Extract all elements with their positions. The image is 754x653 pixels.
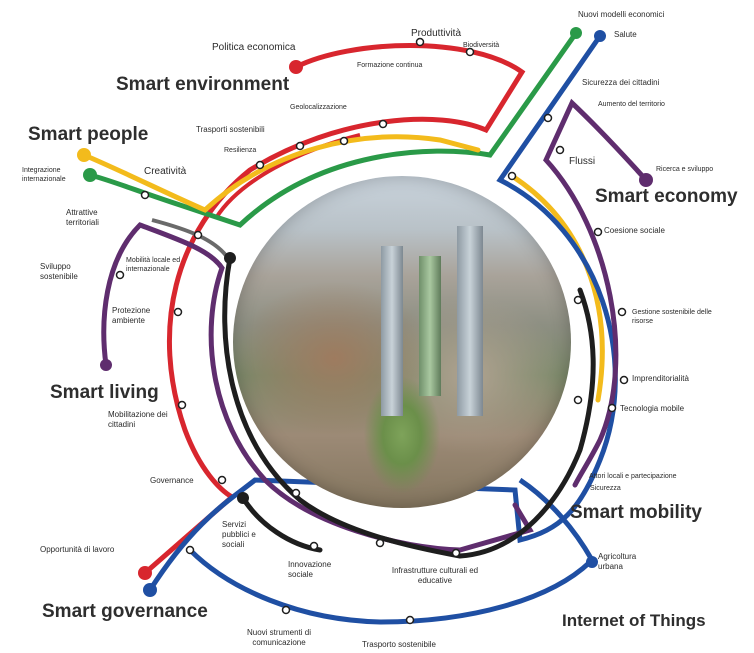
station [451,548,461,558]
label-ricerca-sviluppo: Ricerca e sviluppo [656,166,714,173]
label-creativita: Creatività [144,166,187,177]
label-infrastrutture-culturali: Infrastrutture culturali ed educative [391,566,479,585]
label-trasporti-sostenibili: Trasporti sostenibili [196,125,265,134]
label-salute: Salute [614,30,637,39]
terminal-blue-right [586,556,598,568]
station [295,141,305,151]
station [291,488,301,498]
terminal-blue-bottom [143,583,157,597]
label-aumento-territorio: Aumento del territorio [598,101,665,108]
blue-line-south [187,547,593,625]
tower [381,246,403,416]
label-innovazione-sociale: Innovazione sociale [288,560,332,579]
station [507,171,517,181]
station [217,475,227,485]
label-produttivita: Produttività [411,28,462,39]
station [115,270,125,280]
black-line [222,255,596,559]
label-biodiversita: Biodiversità [463,42,500,49]
label-resilienza: Resilienza [224,147,257,154]
terminal-red-top [289,60,303,74]
station [415,37,425,47]
tower [419,256,441,396]
station [405,615,415,625]
yellow-line [81,134,481,213]
heading-smart-environment: Smart environment [116,74,290,95]
purple-line [543,98,649,488]
heading-smart-mobility: Smart mobility [570,502,702,523]
terminal-yellow-left [77,148,91,162]
label-nuovi-strumenti: Nuovi strumenti di comunicazione [246,628,312,647]
label-sicurezza-cittadini: Sicurezza dei cittadini [582,78,660,87]
label-gestione-risorse: Gestione sostenibile delle risorse [632,309,712,325]
heading-smart-people: Smart people [28,124,149,145]
terminal-purple-right [639,173,653,187]
station [375,538,385,548]
label-attrattive-territoriali: Attrattive territoriali [66,208,99,227]
label-attori-locali: Attori locali e partecipazione [589,473,677,480]
station [193,230,203,240]
green-line [87,30,579,228]
heading-smart-living: Smart living [50,382,159,403]
label-servizi-pubblici: Servizi pubblici e sociali [222,520,256,549]
red-line [142,43,526,576]
label-coesione-sociale: Coesione sociale [604,226,665,235]
terminal-green-top [570,27,582,39]
city-aerial-photo [233,176,571,508]
label-opportunita-lavoro: Opportunità di lavoro [40,545,115,554]
terminal-black [224,252,236,264]
label-nuovi-modelli-economici: Nuovi modelli economici [578,10,665,19]
terminal-purple-left [100,359,112,371]
label-trasporto-sostenibile: Trasporto sostenibile [362,640,436,649]
station [185,545,195,555]
tower [457,226,483,416]
station [378,119,388,129]
heading-internet-of-things: Internet of Things [562,611,706,630]
label-integrazione-internazionale: Integrazione internazionale [22,167,66,183]
station [619,375,629,385]
station [607,403,617,413]
station [281,605,291,615]
station [255,160,265,170]
station [140,190,150,200]
heading-smart-economy: Smart economy [595,186,738,207]
blue-line [147,33,618,593]
terminal-red-bottom [138,566,152,580]
label-agricoltura-urbana: Agricoltura urbana [598,552,637,571]
label-imprenditorialita: Imprenditorialità [632,374,689,383]
label-sviluppo-sostenibile: Sviluppo sostenibile [40,262,78,281]
station-dots [115,37,629,625]
label-governance: Governance [150,476,194,485]
station [573,295,583,305]
station [465,47,475,57]
station [173,307,183,317]
terminal-blue-top [594,30,606,42]
label-geolocalizzazione: Geolocalizzazione [290,104,347,111]
station [339,136,349,146]
label-tecnologia-mobile: Tecnologia mobile [620,404,685,413]
terminal-black-branch [237,492,249,504]
label-mobilita-locale: Mobilità locale ed internazionale [126,257,181,273]
heading-smart-governance: Smart governance [42,601,208,622]
label-protezione-ambiente: Protezione ambiente [112,306,151,325]
station [573,395,583,405]
label-formazione-continua: Formazione continua [357,62,423,69]
station [555,145,565,155]
station [593,227,603,237]
terminal-green-left [83,168,97,182]
station [617,307,627,317]
label-mobilitazione-cittadini: Mobilitazione dei cittadini [108,410,168,429]
station [543,113,553,123]
label-sicurezza: Sicurezza [590,485,621,492]
station [177,400,187,410]
blue-line-mobility [518,477,595,562]
gray-branch [151,218,230,260]
label-politica-economica: Politica economica [212,42,296,53]
station [309,541,319,551]
label-flussi: Flussi [569,156,596,167]
